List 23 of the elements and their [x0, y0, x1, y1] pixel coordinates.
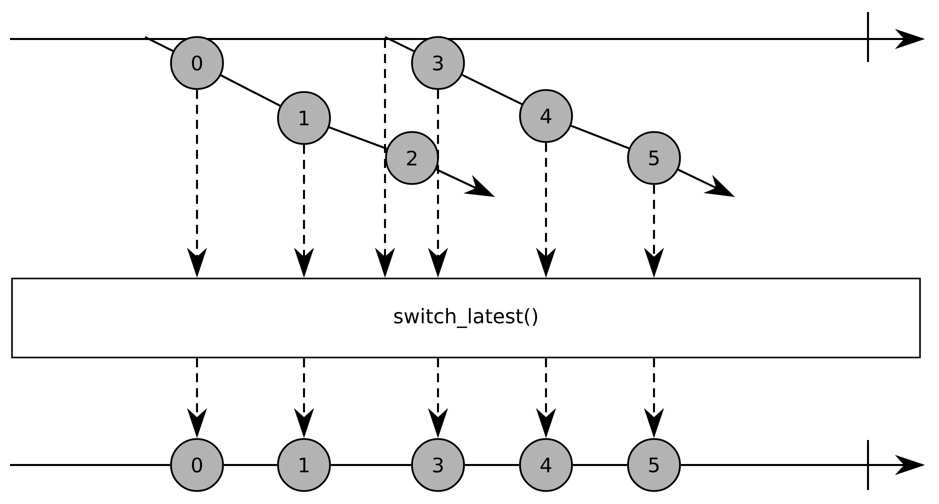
line [328, 126, 388, 150]
marble: 4 [519, 438, 573, 492]
marble: 3 [411, 438, 465, 492]
line [572, 464, 628, 466]
marble: 5 [627, 131, 681, 185]
marble: 0 [170, 438, 224, 492]
line [144, 36, 174, 52]
line [224, 464, 278, 466]
operator-box: switch_latest() [11, 278, 921, 358]
line [570, 124, 630, 150]
marble: 3 [411, 36, 465, 90]
marble: 5 [627, 438, 681, 492]
marble: 4 [519, 89, 573, 143]
line [330, 464, 412, 466]
line [10, 464, 170, 466]
line [462, 74, 522, 106]
line [464, 464, 520, 466]
line [384, 36, 414, 52]
marble: 0 [170, 36, 224, 90]
marble: 1 [277, 438, 331, 492]
line [220, 74, 281, 107]
marble: 2 [385, 131, 439, 185]
marble: 1 [277, 91, 331, 145]
